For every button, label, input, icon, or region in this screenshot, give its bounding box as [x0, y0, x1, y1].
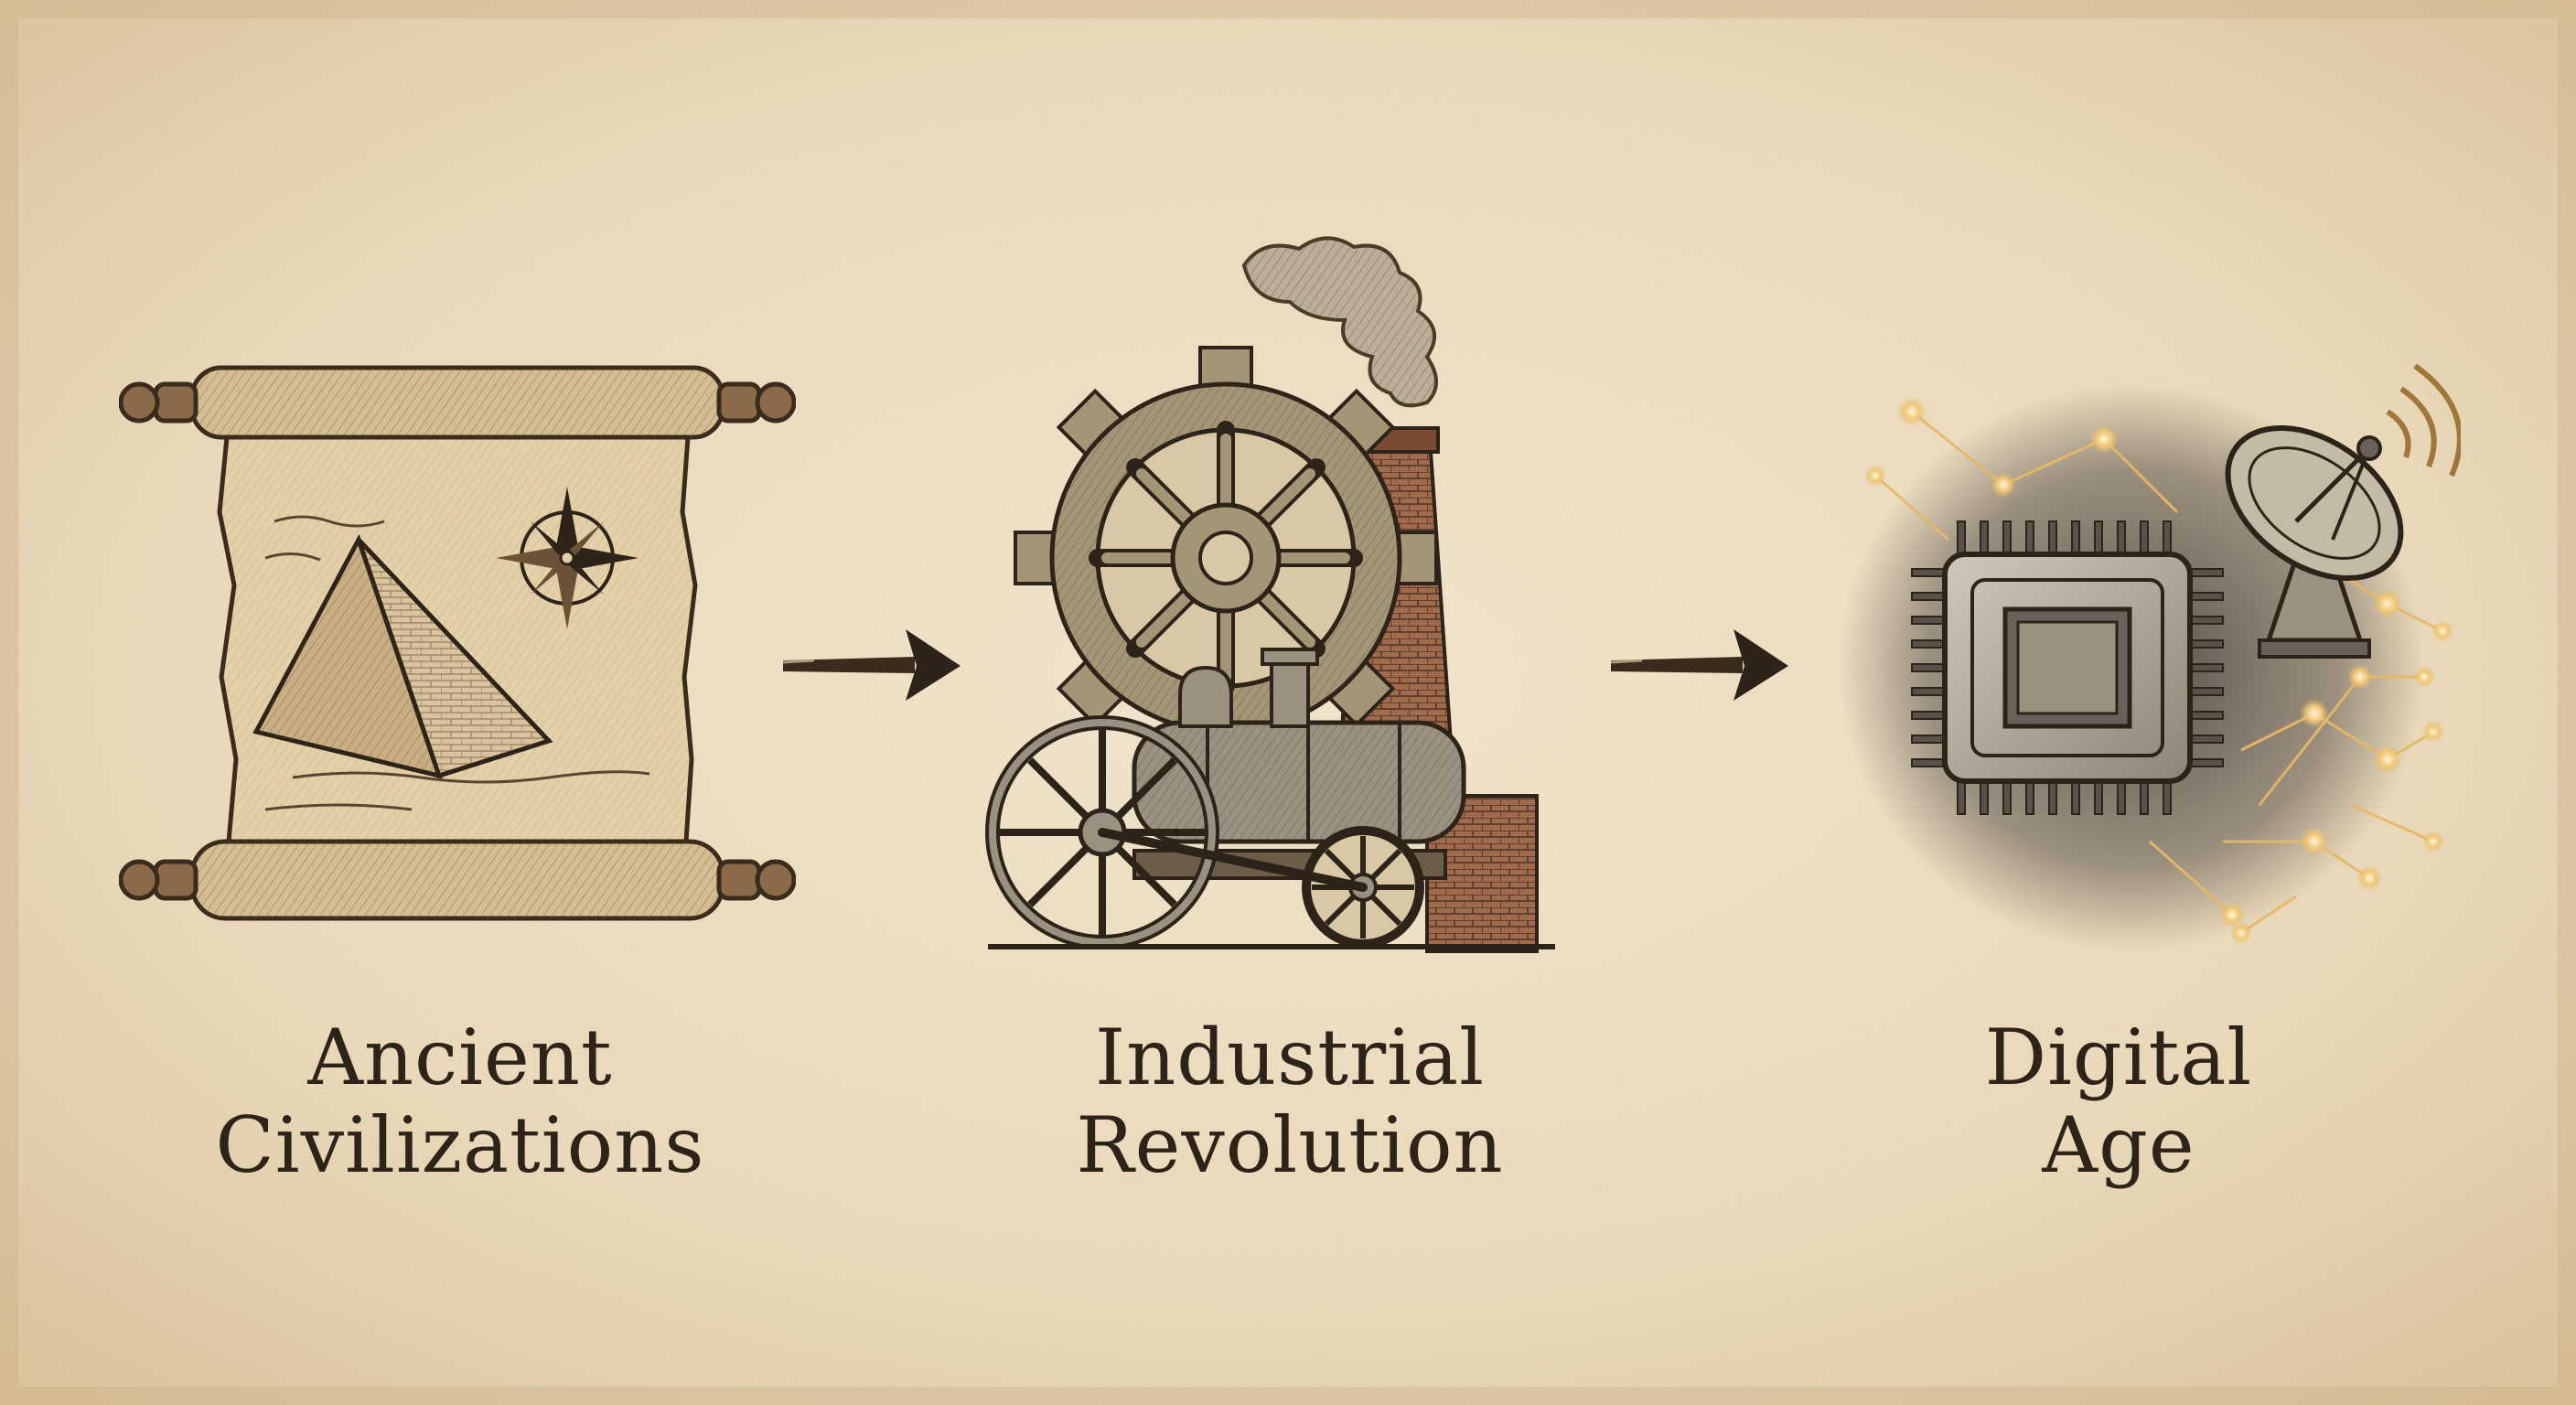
stage-label-line: Age [2042, 1100, 2195, 1190]
arrow-right-icon [782, 629, 961, 701]
stage-label-line: Revolution [1076, 1100, 1504, 1190]
gear-steam-engine-factory-icon [985, 236, 1555, 953]
stage-label-line: Industrial [1095, 1013, 1485, 1102]
stage-label-line: Digital [1984, 1013, 2253, 1102]
stage-label-ancient-civilizations: Ancient Civilizations [113, 1014, 808, 1189]
arrow-right-icon [1610, 629, 1788, 701]
stage-label-industrial-revolution: Industrial Revolution [942, 1014, 1637, 1189]
stage-label-digital-age: Digital Age [1771, 1014, 2466, 1189]
scroll-pyramid-compass-icon [119, 365, 796, 921]
stage-label-line: Ancient [307, 1013, 613, 1102]
stage-label-line: Civilizations [215, 1100, 705, 1190]
microchip-satellite-network-icon [1839, 363, 2461, 951]
